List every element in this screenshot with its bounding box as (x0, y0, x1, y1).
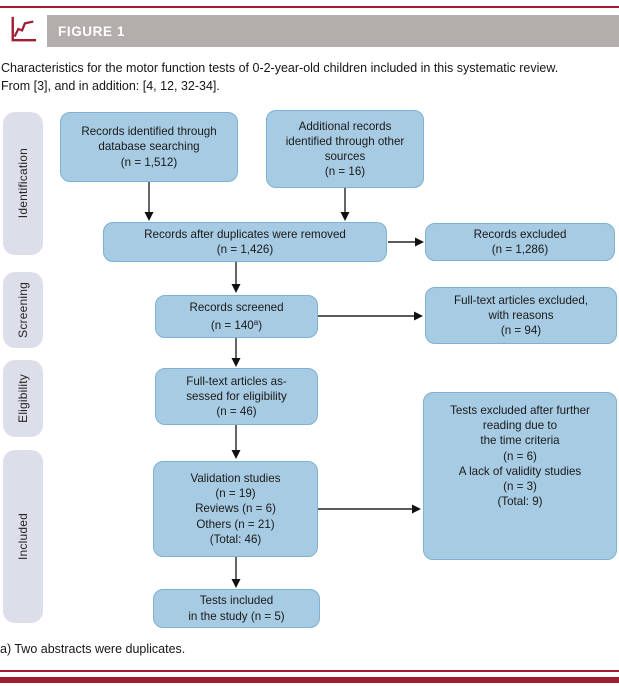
box-fulltext-assessed: Full-text articles as- sessed for eligib… (155, 368, 318, 425)
box-line: Records identified through (81, 125, 217, 139)
stage-screening-label: Screening (16, 282, 30, 338)
box-line: (n = 1,426) (216, 243, 274, 256)
box-line: in the study (n = 5) (188, 609, 285, 623)
box-line: (n = 6) (503, 449, 537, 463)
box-line: Records excluded (473, 227, 567, 241)
box-after-duplicates-removed: Records after duplicates were removed (n… (103, 222, 387, 262)
box-line: (n = 1,512) (120, 155, 178, 169)
box-line: (n = 16) (324, 165, 366, 179)
box-line: the time criteria (480, 434, 560, 448)
figure-title: FIGURE 1 (58, 23, 126, 39)
box-line: (n = 1,286) (491, 243, 549, 256)
box-line: Records after duplicates were removed (144, 227, 346, 241)
arrow-screened-to-assessed (231, 338, 241, 367)
box-line: (n = 3) (503, 480, 537, 494)
caption-line-2: From [3], and in addition: [4, 12, 32-34… (1, 78, 220, 93)
box-line: (n = 46) (216, 405, 257, 419)
line-chart-icon (8, 15, 38, 48)
box-tests-included: Tests included in the study (n = 5) (153, 589, 320, 628)
stage-identification-label: Identification (16, 148, 30, 219)
figure-footnote: a) Two abstracts were duplicates. (0, 642, 186, 656)
box-line: reading due to (482, 419, 558, 433)
box-line: database searching (98, 140, 200, 154)
box-line: Full-text articles excluded, (453, 293, 589, 307)
arrow-screened-to-ft-excluded (318, 311, 423, 321)
box-line: (n = 140a) (211, 315, 262, 333)
box-line: Records screened (189, 300, 284, 314)
box-line: Validation studies (190, 471, 281, 485)
box-records-excluded: Records excluded (n = 1,286) (425, 223, 615, 261)
box-line: Tests excluded after further (450, 404, 590, 417)
box-line: A lack of validity studies (458, 464, 582, 478)
arrow-dedup-to-excluded (388, 237, 424, 247)
bottom-thin-rule (0, 670, 619, 672)
arrow-dedup-to-screened (231, 262, 241, 293)
arrow-validation-to-included (231, 557, 241, 588)
box-additional-records: Additional records identified through ot… (266, 110, 424, 188)
box-line: sources (324, 150, 366, 163)
box-line: identified through other (285, 134, 405, 148)
arrow-assessed-to-validation (231, 425, 241, 459)
box-line: with reasons (488, 308, 554, 322)
figure-header-band (0, 15, 619, 47)
box-line: Others (n = 21) (196, 517, 275, 531)
n-value-close: ) (258, 319, 263, 332)
arrow-db-to-dedup (144, 182, 154, 221)
figure-caption: Characteristics for the motor function t… (1, 60, 619, 95)
stage-included: Included (3, 450, 43, 623)
box-line: sessed for eligibility (186, 389, 287, 403)
top-rule (0, 6, 619, 8)
caption-line-1: Characteristics for the motor function t… (1, 61, 559, 75)
box-line: (n = 94) (500, 324, 542, 338)
box-line: Reviews (n = 6) (195, 502, 276, 516)
box-records-screened: Records screened (n = 140a) (155, 295, 318, 338)
box-fulltext-excluded: Full-text articles excluded, with reason… (425, 287, 617, 344)
arrow-validation-to-tests-excluded (318, 504, 421, 514)
box-line: (Total: 46) (209, 532, 262, 546)
stage-identification: Identification (3, 112, 43, 255)
box-tests-excluded: Tests excluded after further reading due… (423, 392, 617, 560)
box-validation-studies: Validation studies (n = 19) Reviews (n =… (153, 461, 318, 557)
stage-eligibility: Eligibility (3, 360, 43, 437)
n-value: (n = 140 (210, 319, 254, 332)
box-line: (n = 19) (215, 487, 256, 501)
footnote-marker: a (253, 318, 259, 327)
stage-eligibility-label: Eligibility (16, 374, 30, 423)
figure-icon-cell (0, 15, 47, 47)
box-records-identified: Records identified through database sear… (60, 112, 238, 182)
stage-included-label: Included (16, 513, 30, 560)
box-line: Full-text articles as- (186, 374, 287, 388)
stage-screening: Screening (3, 272, 43, 348)
bottom-thick-rule (0, 677, 619, 683)
box-line: Tests included (199, 594, 274, 608)
arrow-other-to-dedup (340, 188, 350, 221)
box-line: (Total: 9) (497, 495, 543, 509)
box-line: Additional records (298, 119, 392, 133)
